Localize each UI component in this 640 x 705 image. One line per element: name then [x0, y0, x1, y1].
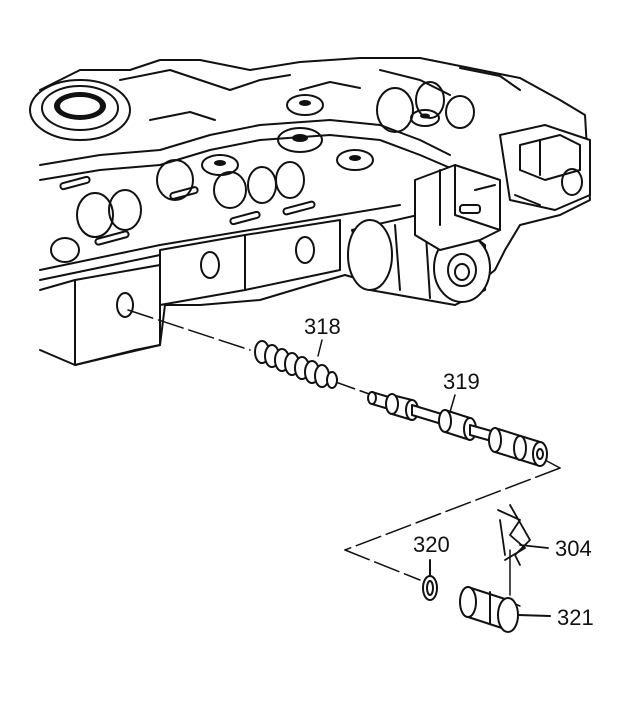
explode-axis-lines — [127, 309, 561, 607]
callout-320: 320 — [413, 532, 450, 557]
callout-304: 304 — [555, 536, 592, 561]
bore-plug-321 — [459, 586, 551, 633]
retainer-clip-304 — [497, 504, 549, 566]
pressure-control-solenoid — [347, 164, 501, 306]
valve-body-casting — [29, 57, 591, 366]
o-ring-320 — [422, 559, 438, 601]
callout-318: 318 — [304, 314, 341, 339]
callout-321: 321 — [557, 605, 594, 630]
wiring-connector — [499, 124, 591, 211]
leader-319 — [449, 394, 456, 413]
callout-319: 319 — [443, 369, 480, 394]
internal-spools — [50, 81, 475, 263]
spring-318 — [254, 340, 338, 389]
leader-318 — [317, 339, 323, 357]
valve-spool-319 — [367, 391, 548, 467]
